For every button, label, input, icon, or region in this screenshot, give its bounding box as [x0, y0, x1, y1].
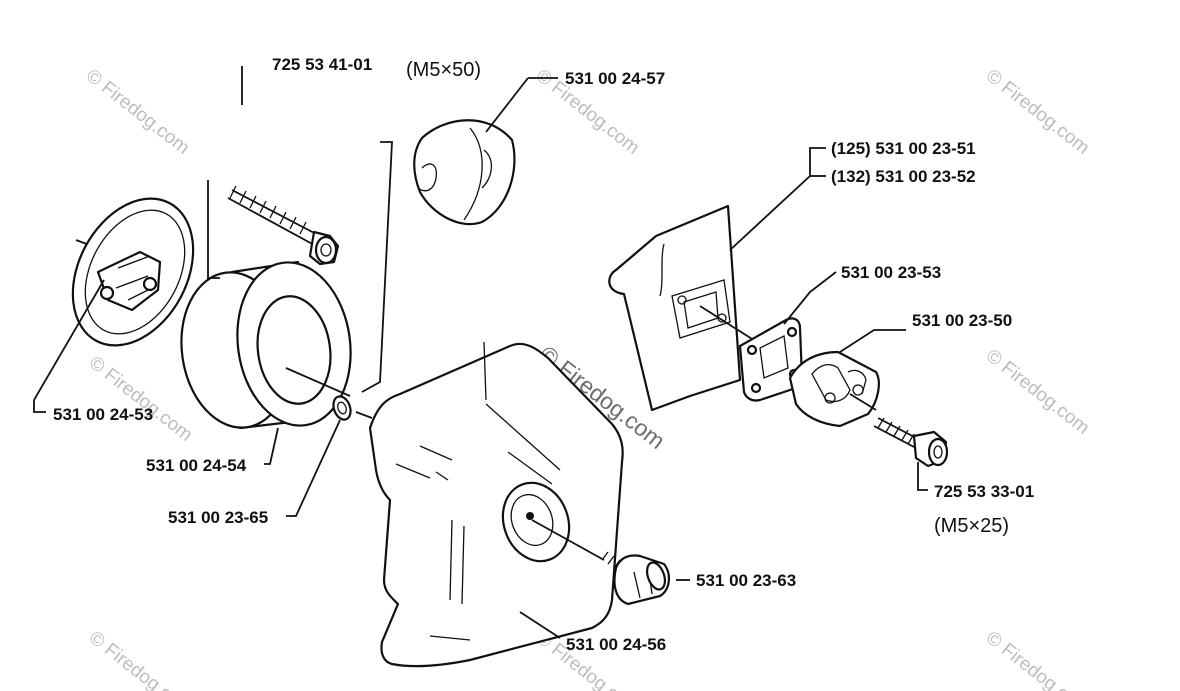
label-knob: 531 00 23-63: [696, 571, 796, 590]
label-bolt-m5x50: 725 53 41-01: [272, 55, 372, 74]
label-intake-flange: 531 00 23-50: [912, 311, 1012, 330]
watermark: © Firedog.com: [85, 352, 196, 445]
label-filter-element: 531 00 24-54: [146, 456, 247, 475]
knob-part: [601, 551, 690, 606]
watermark: © Firedog.com: [82, 65, 193, 158]
label-plate-125: (125) 531 00 23-51: [831, 139, 976, 158]
filter-element-part: [180, 260, 352, 430]
cover-part: [368, 341, 624, 668]
label-bolt-m5x25-spec: (M5×25): [934, 515, 1009, 537]
label-plate-132: (132) 531 00 23-52: [831, 167, 976, 186]
intake-flange-part: [788, 350, 880, 428]
label-filter-base: 531 00 24-53: [53, 405, 153, 424]
label-bolt-m5x25: 725 53 33-01: [934, 482, 1034, 501]
label-bolt-m5x50-spec: (M5×50): [406, 59, 481, 81]
sleeve-part: [413, 119, 516, 226]
label-washer: 531 00 23-65: [168, 508, 268, 527]
heat-shield-plate-part: [608, 204, 761, 412]
label-gasket: 531 00 23-53: [841, 263, 941, 282]
watermark: © Firedog.com: [982, 65, 1093, 158]
washer-part: [332, 395, 373, 421]
callout-labels: 725 53 41-01 (M5×50) 531 00 24-57 (125) …: [53, 55, 1034, 654]
label-cover: 531 00 24-56: [566, 635, 666, 654]
gasket-part: [738, 317, 804, 402]
filter-base-part: [71, 197, 195, 347]
watermark: © Firedog.com: [982, 627, 1093, 691]
watermark: © Firedog.com: [982, 345, 1093, 438]
label-sleeve: 531 00 24-57: [565, 69, 665, 88]
watermark: © Firedog.com: [85, 627, 196, 691]
bolt-m5x50-part: [227, 185, 340, 266]
bolt-m5x25-part: [873, 417, 949, 468]
